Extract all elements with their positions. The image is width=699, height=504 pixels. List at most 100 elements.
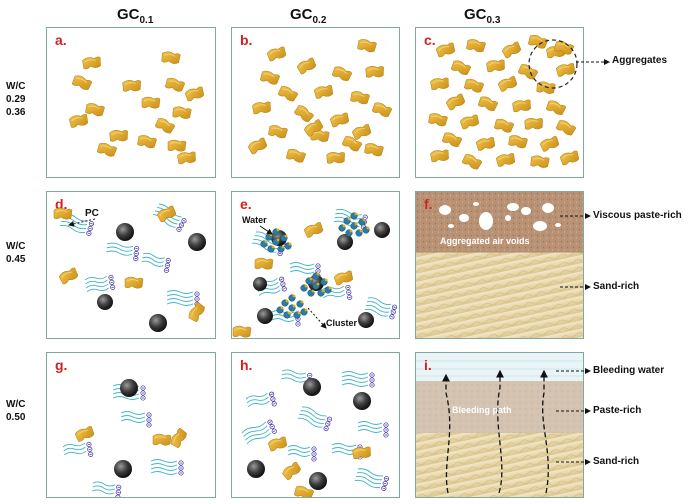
negative-charge-icon <box>133 256 139 262</box>
column-header-sub: 0.3 <box>486 15 501 26</box>
aggregate-icon <box>282 461 301 481</box>
aggregate-icon <box>161 51 181 64</box>
negative-charge-icon <box>381 485 387 491</box>
negative-charge-icon <box>140 395 146 401</box>
aggregate-icon <box>430 149 449 163</box>
negative-charge-icon <box>325 421 331 427</box>
aggregates-highlight <box>528 39 578 89</box>
aggregate-icon <box>466 39 486 53</box>
panel-d: d. PC <box>46 191 216 339</box>
negative-charge-icon <box>164 262 170 268</box>
fiber-icon <box>357 421 389 438</box>
cement-particle-icon <box>358 312 374 328</box>
negative-charge-icon <box>86 230 92 236</box>
negative-charge-icon <box>271 428 277 434</box>
pc-label: PC <box>85 208 99 219</box>
negative-charge-icon <box>311 446 317 452</box>
negative-charge-icon <box>178 470 184 476</box>
bleeding-path-label: Bleeding path <box>452 405 512 415</box>
negative-charge-icon <box>194 296 200 302</box>
aggregate-icon <box>285 148 307 163</box>
fiber-icon <box>341 371 375 388</box>
panel-f: f. Aggregated air voids <box>415 191 584 339</box>
aggregate-icon <box>524 118 543 130</box>
cement-particle-icon <box>97 294 113 310</box>
negative-charge-icon <box>383 427 389 433</box>
aggregate-icon <box>137 135 157 149</box>
cement-particle-icon <box>247 460 265 478</box>
negative-charge-icon <box>346 289 352 295</box>
aggregate-icon <box>82 56 101 70</box>
panel-h: h. <box>231 352 400 498</box>
fiber-icon <box>241 419 277 445</box>
cluster-label: Cluster <box>326 318 358 328</box>
aggregate-layer <box>247 39 393 164</box>
aggregate-icon <box>555 120 577 136</box>
aggregate-icon <box>497 76 518 92</box>
aggregate-icon <box>371 102 393 117</box>
sand-rich-callout-i: Sand-rich <box>593 456 640 467</box>
negative-charge-icon <box>140 390 146 396</box>
panel-label: g. <box>55 357 68 373</box>
fiber-icon <box>84 274 116 293</box>
aggregate-icon <box>461 154 483 170</box>
aggregate-icon <box>96 142 118 157</box>
aggregate-icon <box>254 257 274 270</box>
panel-label: e. <box>240 196 252 212</box>
negative-charge-icon <box>115 489 121 495</box>
aggregate-icon <box>303 222 324 238</box>
cement-particle-icon <box>257 308 273 324</box>
fiber-icon <box>150 459 184 476</box>
aggregate-icon <box>268 125 288 139</box>
aggregate-icon <box>277 86 299 102</box>
negative-charge-icon <box>281 286 287 292</box>
column-header-base: GC <box>464 6 487 23</box>
bleeding-path-arrows <box>442 369 549 494</box>
column-header-gc02: GC0.2 <box>290 6 326 26</box>
row-label-value: 0.50 <box>6 412 26 423</box>
aggregate-icon <box>152 433 172 446</box>
aggregate-icon <box>477 96 499 111</box>
aggregate-icon <box>74 426 95 442</box>
aggregate-icon <box>141 96 161 109</box>
row-label-value: 0.45 <box>6 254 26 265</box>
negative-charge-icon <box>181 218 187 224</box>
negative-charge-icon <box>280 281 286 287</box>
aggregate-layer <box>428 34 580 170</box>
fiber-icon <box>62 441 94 457</box>
aggregate-icon <box>459 114 480 130</box>
negative-charge-icon <box>271 401 277 407</box>
negative-charge-icon <box>163 267 170 273</box>
negative-charge-icon <box>279 276 285 282</box>
aggregate-icon <box>486 59 505 73</box>
mix-layer <box>62 379 187 497</box>
viscous-paste-rich-callout: Viscous paste-rich <box>593 210 682 221</box>
negative-charge-icon <box>382 480 388 487</box>
panel-label: c. <box>424 32 436 48</box>
negative-charge-icon <box>307 372 313 378</box>
aggregate-icon <box>512 99 531 113</box>
panel-a: a. <box>46 27 216 178</box>
aggregate-icon <box>333 270 354 286</box>
cement-particle-icon <box>353 392 371 410</box>
aggregate-icon <box>445 93 466 111</box>
cement-particle-icon <box>149 314 167 332</box>
negative-charge-icon <box>88 451 94 457</box>
aggregate-icon <box>294 105 314 123</box>
cement-particle-icon <box>120 379 138 397</box>
aggregate-icon <box>553 40 575 55</box>
cement-particle-icon <box>374 222 390 238</box>
aggregate-icon <box>329 112 350 128</box>
aggregate-icon <box>252 101 271 115</box>
paste-sand-layers <box>416 192 583 338</box>
aggregate-icon <box>352 446 371 460</box>
fiber-icon <box>120 411 152 428</box>
negative-charge-icon <box>323 425 329 432</box>
aggregate-icon <box>539 136 560 152</box>
negative-charge-icon <box>391 304 398 310</box>
aggregate-icon <box>164 77 186 92</box>
water-cluster-icon <box>300 272 332 297</box>
negative-charge-icon <box>369 377 375 383</box>
aggregate-icon <box>68 114 89 128</box>
aggregate-layer <box>68 51 205 165</box>
